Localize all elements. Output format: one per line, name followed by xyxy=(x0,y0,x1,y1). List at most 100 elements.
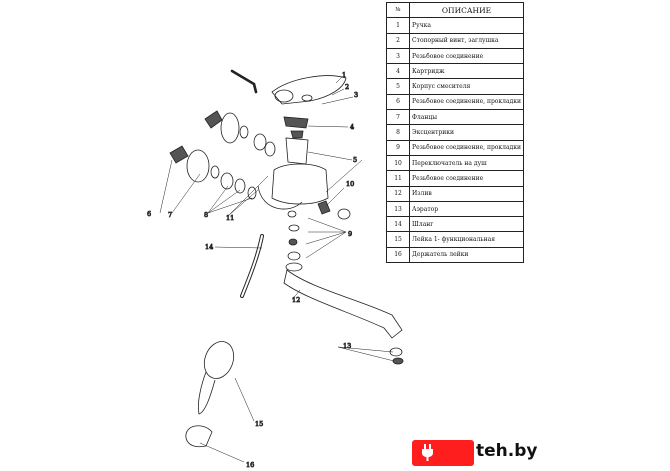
part-description: Эксцентрики xyxy=(409,124,524,141)
callout-2: 2 xyxy=(345,83,349,91)
aerator-part xyxy=(389,347,403,357)
nut-lower-3 xyxy=(247,186,257,200)
plug-part xyxy=(301,94,313,102)
spout-part xyxy=(283,269,403,339)
shower-switch-part xyxy=(337,208,351,220)
part-number: 13 xyxy=(385,200,411,218)
eccentric-nut xyxy=(253,133,267,151)
part-description: Переключатель на душ xyxy=(409,154,524,172)
eccentric-ring xyxy=(239,125,249,139)
shower-head-part xyxy=(203,341,235,379)
part-number: 1 xyxy=(385,17,411,34)
callout-13: 13 xyxy=(343,342,351,350)
flange-disc xyxy=(220,112,240,144)
part-description: Аэратор xyxy=(409,200,524,218)
part-description: Шланг xyxy=(409,216,524,233)
watermark-text: teh.by xyxy=(476,441,538,461)
callout-3: 3 xyxy=(354,91,358,99)
part-number: 7 xyxy=(385,109,411,126)
hose-inner xyxy=(241,235,263,297)
part-description: Резьбовое соединение, прокладки xyxy=(409,93,524,111)
callout-1: 1 xyxy=(342,71,346,79)
shower-handle-part xyxy=(198,371,216,415)
flange-part-lower xyxy=(169,145,189,164)
part-description: Корпус смесителя xyxy=(409,78,524,95)
mixer-body-base xyxy=(257,185,303,210)
part-number: 14 xyxy=(385,216,411,233)
gasket-9d xyxy=(287,251,301,261)
part-description: Резьбовое соединение xyxy=(409,47,524,65)
part-number: 3 xyxy=(385,47,411,65)
handle-cap xyxy=(274,89,294,103)
part-number: 8 xyxy=(385,124,411,141)
plug-icon xyxy=(422,444,433,461)
callout-8: 8 xyxy=(204,211,208,219)
part-description: Резьбовое соединение, прокладки xyxy=(409,139,524,156)
watermark-logo xyxy=(412,440,474,466)
eccentric-nut-2 xyxy=(264,141,276,157)
nut-lower xyxy=(220,172,234,190)
callout-16: 16 xyxy=(246,461,254,469)
part-number: 4 xyxy=(385,63,411,80)
callout-4: 4 xyxy=(350,123,354,131)
aerator-gasket xyxy=(392,357,404,365)
cartridge-stem xyxy=(290,130,304,139)
gasket-lower xyxy=(210,165,220,179)
callout-12: 12 xyxy=(292,296,300,304)
gasket-9b xyxy=(288,224,300,232)
callout-11: 11 xyxy=(226,214,234,222)
callout-6: 6 xyxy=(147,210,151,218)
part-description: Держатель лейки xyxy=(409,246,524,264)
gasket-9a xyxy=(287,210,297,218)
handle-part xyxy=(271,75,347,105)
mixer-body-part xyxy=(271,163,329,205)
callout-5: 5 xyxy=(353,156,357,164)
part-number: 12 xyxy=(385,185,411,202)
flange-disc-lower xyxy=(186,149,210,183)
part-number: 11 xyxy=(385,170,411,187)
leader-lines xyxy=(159,76,395,463)
part-number: 5 xyxy=(385,78,411,95)
callout-7: 7 xyxy=(168,211,172,219)
holder-part xyxy=(185,425,213,448)
part-number: 9 xyxy=(385,139,411,156)
part-number: 15 xyxy=(385,231,411,248)
callout-14: 14 xyxy=(205,243,213,251)
part-description: Фланцы xyxy=(409,109,524,126)
cartridge-part xyxy=(285,137,309,165)
switch-nut xyxy=(317,200,331,215)
column-header-desc: ОПИСАНИЕ xyxy=(409,1,524,19)
nut-lower-2 xyxy=(234,178,246,194)
part-number: 16 xyxy=(385,246,411,264)
part-number: 6 xyxy=(385,93,411,111)
callout-15: 15 xyxy=(255,420,263,428)
part-description: Лейка 1- функциональная xyxy=(409,231,524,248)
gasket-9c xyxy=(288,238,298,246)
part-description: Резьбовое соединение xyxy=(409,170,524,187)
allen-key xyxy=(230,69,258,94)
callout-9: 9 xyxy=(348,230,352,238)
part-number: 10 xyxy=(385,154,411,172)
thread-ring-part xyxy=(283,116,309,129)
spout-top xyxy=(285,262,303,272)
